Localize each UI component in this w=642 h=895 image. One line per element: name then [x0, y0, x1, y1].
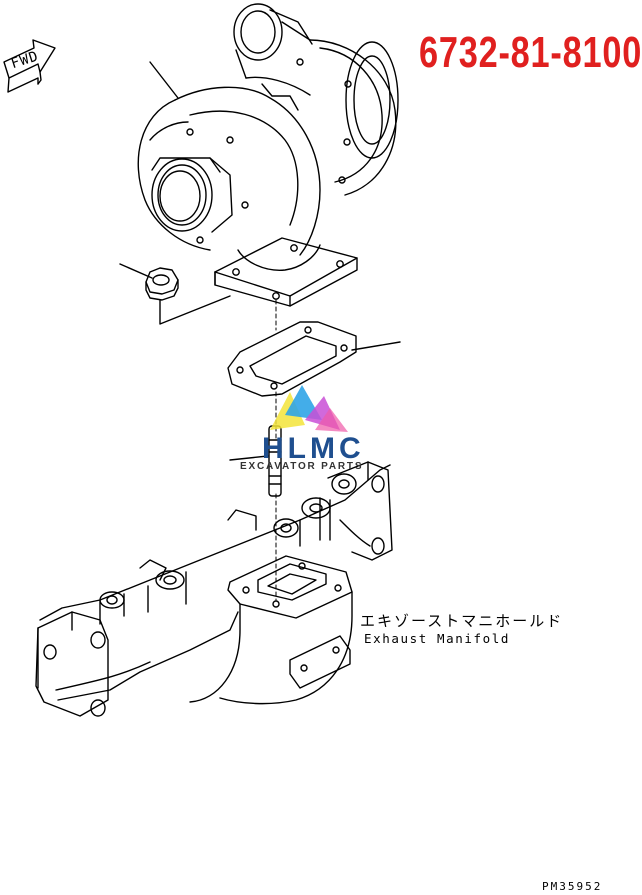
forward-arrow-icon	[3, 39, 56, 93]
exploded-view-drawing	[3, 3, 401, 717]
callout-label-japanese: エキゾーストマニホールド	[360, 612, 564, 630]
callout-label-english: Exhaust Manifold	[364, 631, 511, 646]
watermark-logo-icon	[270, 385, 348, 432]
turbocharger-drawing	[137, 3, 399, 307]
parts-diagram-page: FWD 6732-81-8100 HLMC EXCAVATOR PARTS エキ…	[3, 3, 642, 893]
watermark-subtitle: EXCAVATOR PARTS	[240, 461, 364, 472]
watermark-title: HLMC	[262, 432, 365, 465]
exhaust-manifold-drawing	[35, 461, 393, 717]
flange-nut-drawing	[145, 267, 179, 301]
drawing-code: PM35952	[542, 880, 603, 893]
gasket-drawing	[227, 321, 357, 397]
leader-lines	[119, 61, 401, 601]
part-number: 6732-81-8100	[419, 28, 642, 77]
